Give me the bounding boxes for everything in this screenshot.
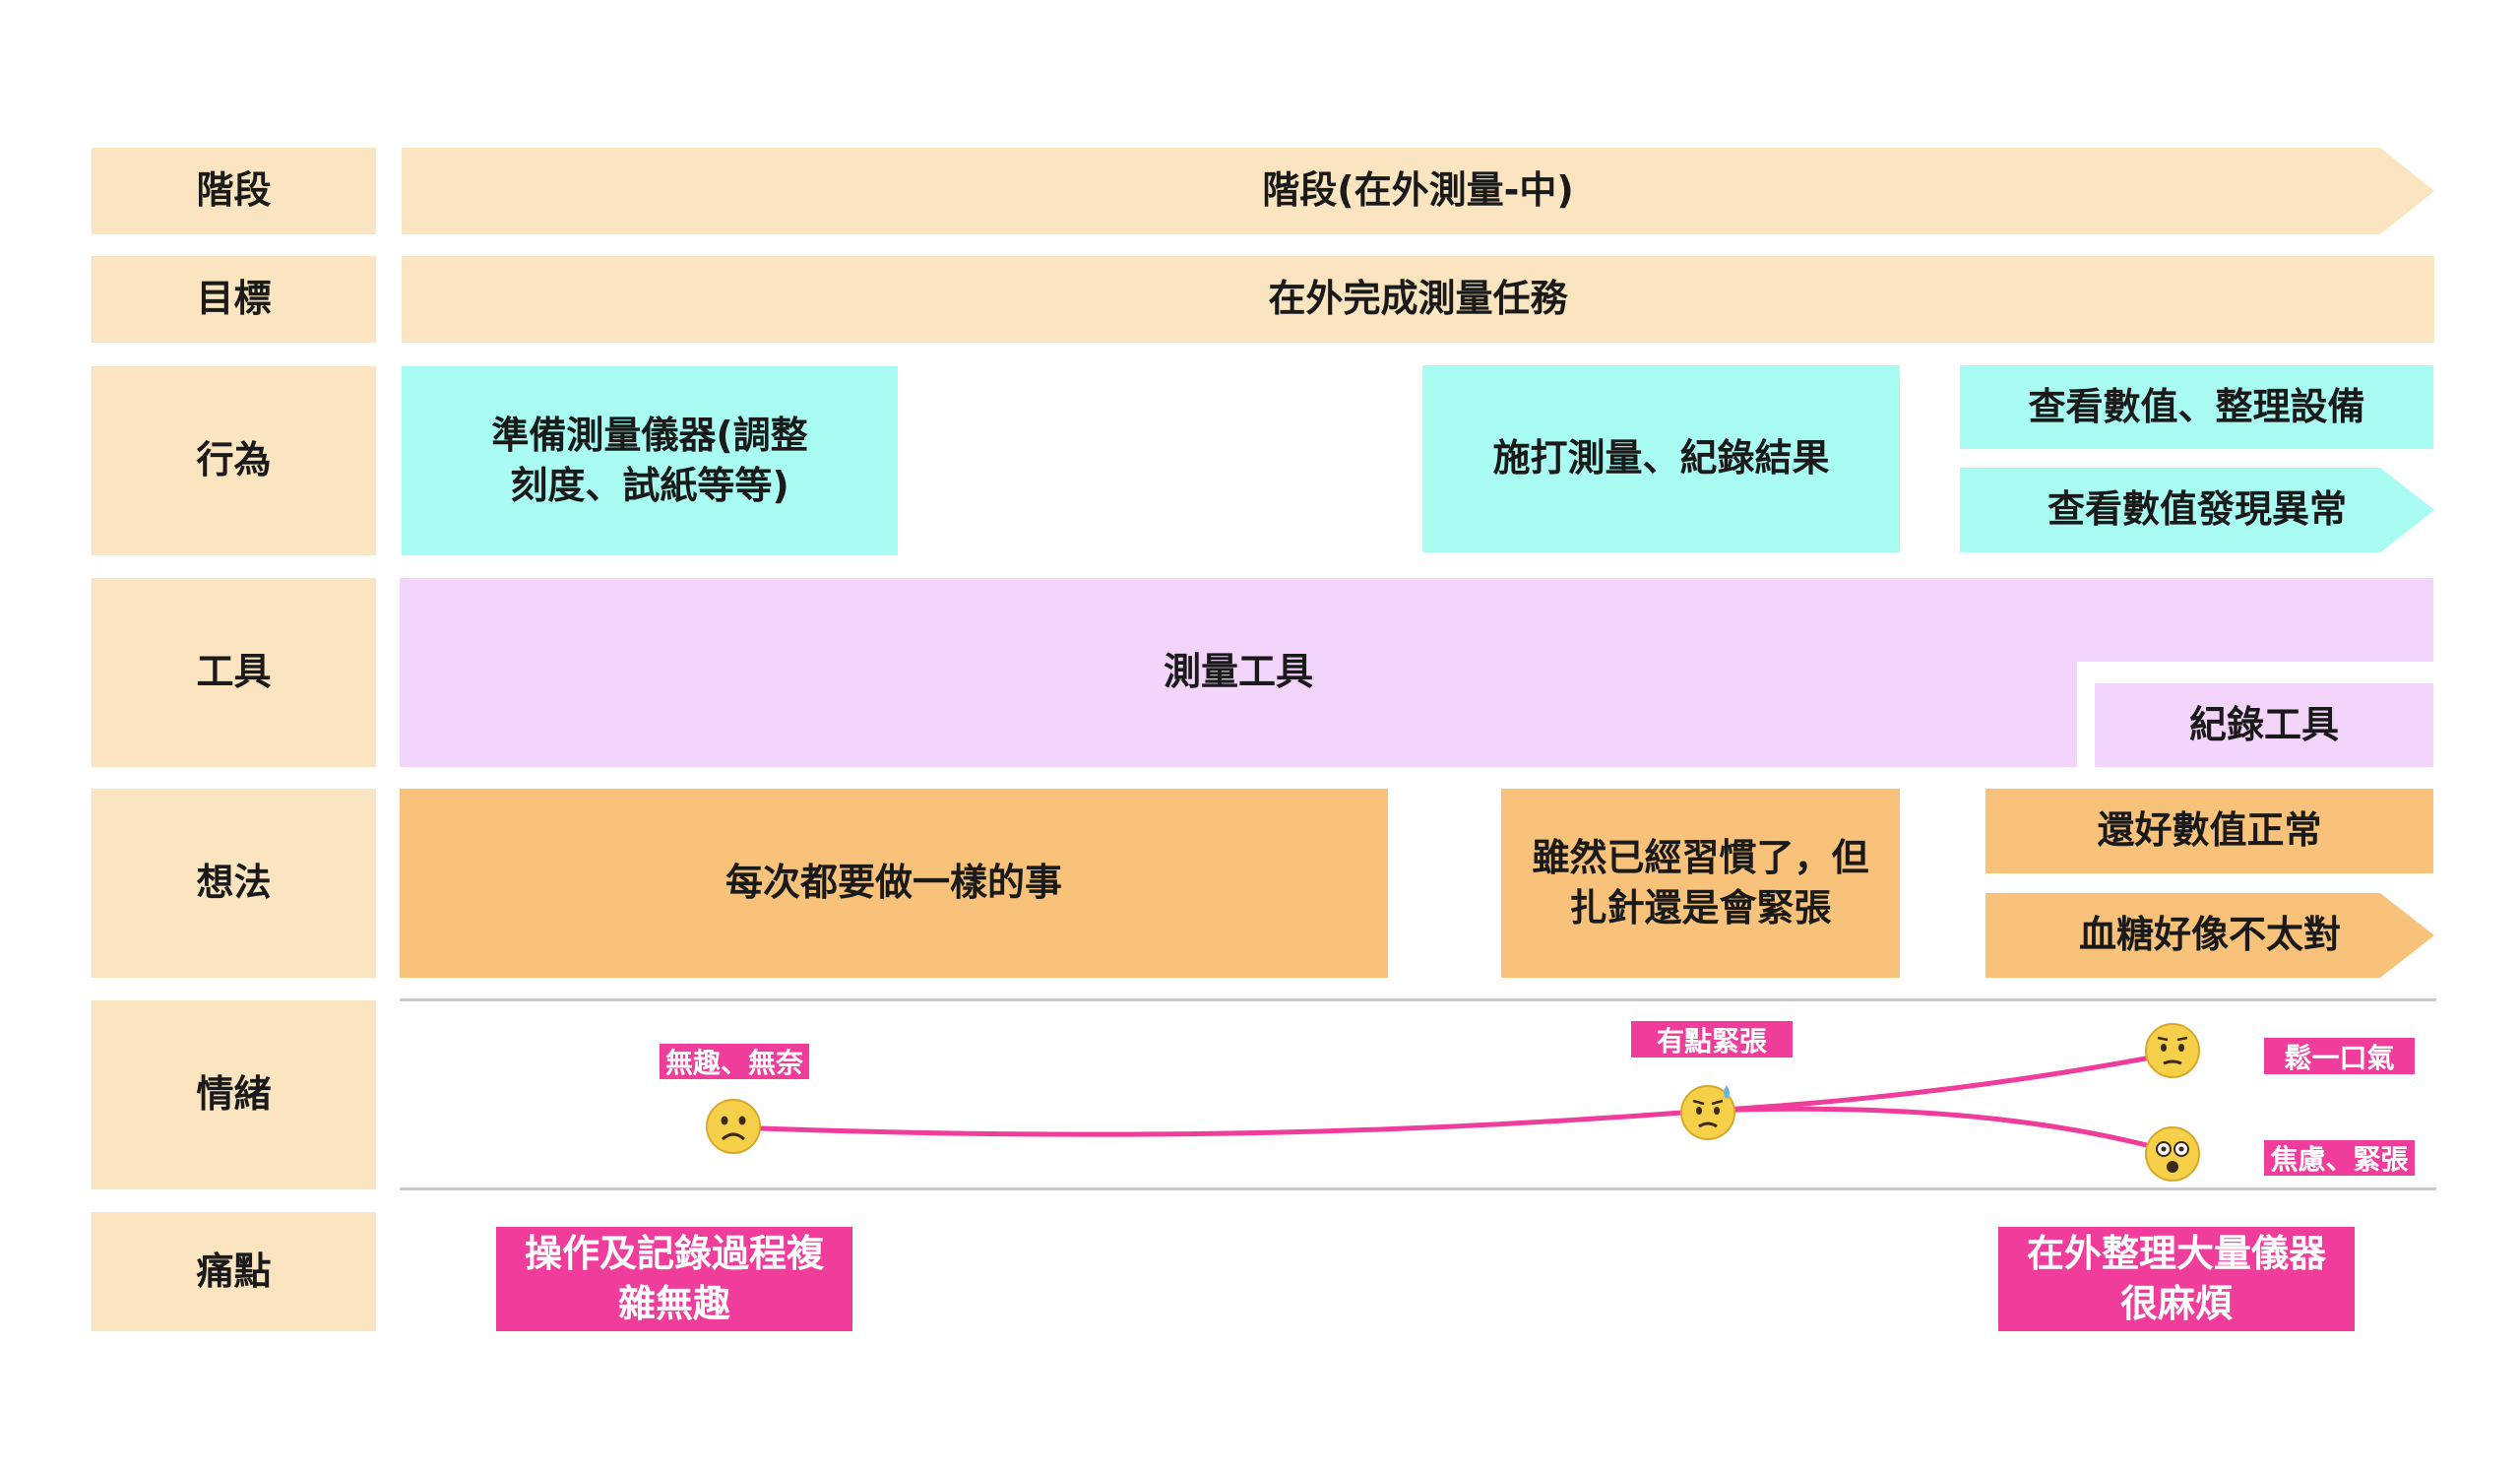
row-label-goal: 目標 xyxy=(92,256,376,343)
row-label-stage: 階段 xyxy=(92,148,376,234)
anxious-sweat-face-icon xyxy=(1680,1085,1735,1140)
row-label-behavior: 行為 xyxy=(92,366,376,555)
row-label-tools: 工具 xyxy=(92,578,376,767)
relieved-confused-face-icon xyxy=(2145,1023,2200,1078)
emotion-line-relief xyxy=(1707,1051,2174,1114)
thought-normal: 還好數值正常 xyxy=(1985,789,2433,873)
thought-repetitive: 每次都要做一樣的事 xyxy=(400,789,1388,978)
behavior-prepare: 準備測量儀器(調整 刻度、試紙等等) xyxy=(402,366,898,555)
row-label-emotion: 情緒 xyxy=(92,1000,376,1189)
emotion-bottom-divider xyxy=(400,1187,2436,1190)
emotion-tag-nervous: 有點緊張 xyxy=(1631,1021,1793,1057)
behavior-check-tidy: 查看數值、整理設備 xyxy=(1960,365,2433,449)
tool-recording: 紀錄工具 xyxy=(2095,683,2433,767)
row-label-thoughts: 想法 xyxy=(92,789,376,978)
stage-banner: 階段(在外測量-中) xyxy=(402,148,2434,234)
thought-nervous: 雖然已經習慣了，但 扎針還是會緊張 xyxy=(1501,789,1900,978)
emotion-tag-anxious: 焦慮、緊張 xyxy=(2264,1140,2415,1176)
emotion-line-anxious xyxy=(1707,1106,2174,1155)
emotion-line-main xyxy=(732,1108,1709,1137)
row-label-pain-points: 痛點 xyxy=(92,1212,376,1331)
goal-banner: 在外完成測量任務 xyxy=(402,256,2434,343)
frowning-face-icon xyxy=(706,1099,761,1154)
tool-measuring-label: 測量工具 xyxy=(1163,650,1313,694)
behavior-measure-record: 施打測量、紀錄結果 xyxy=(1422,365,1900,552)
pain-point-organize: 在外整理大量儀器 很麻煩 xyxy=(1998,1227,2355,1331)
emotion-top-divider xyxy=(400,998,2436,1001)
emotion-tag-bored: 無趣、無奈 xyxy=(660,1044,809,1079)
emotion-tag-relieved: 鬆一口氣 xyxy=(2264,1038,2415,1074)
thought-abnormal: 血糖好像不太對 xyxy=(1985,893,2434,978)
shocked-face-icon xyxy=(2145,1126,2200,1182)
pain-point-complex: 操作及記錄過程複 雜無趣 xyxy=(496,1227,852,1331)
behavior-abnormal: 查看數值發現異常 xyxy=(1960,468,2434,552)
